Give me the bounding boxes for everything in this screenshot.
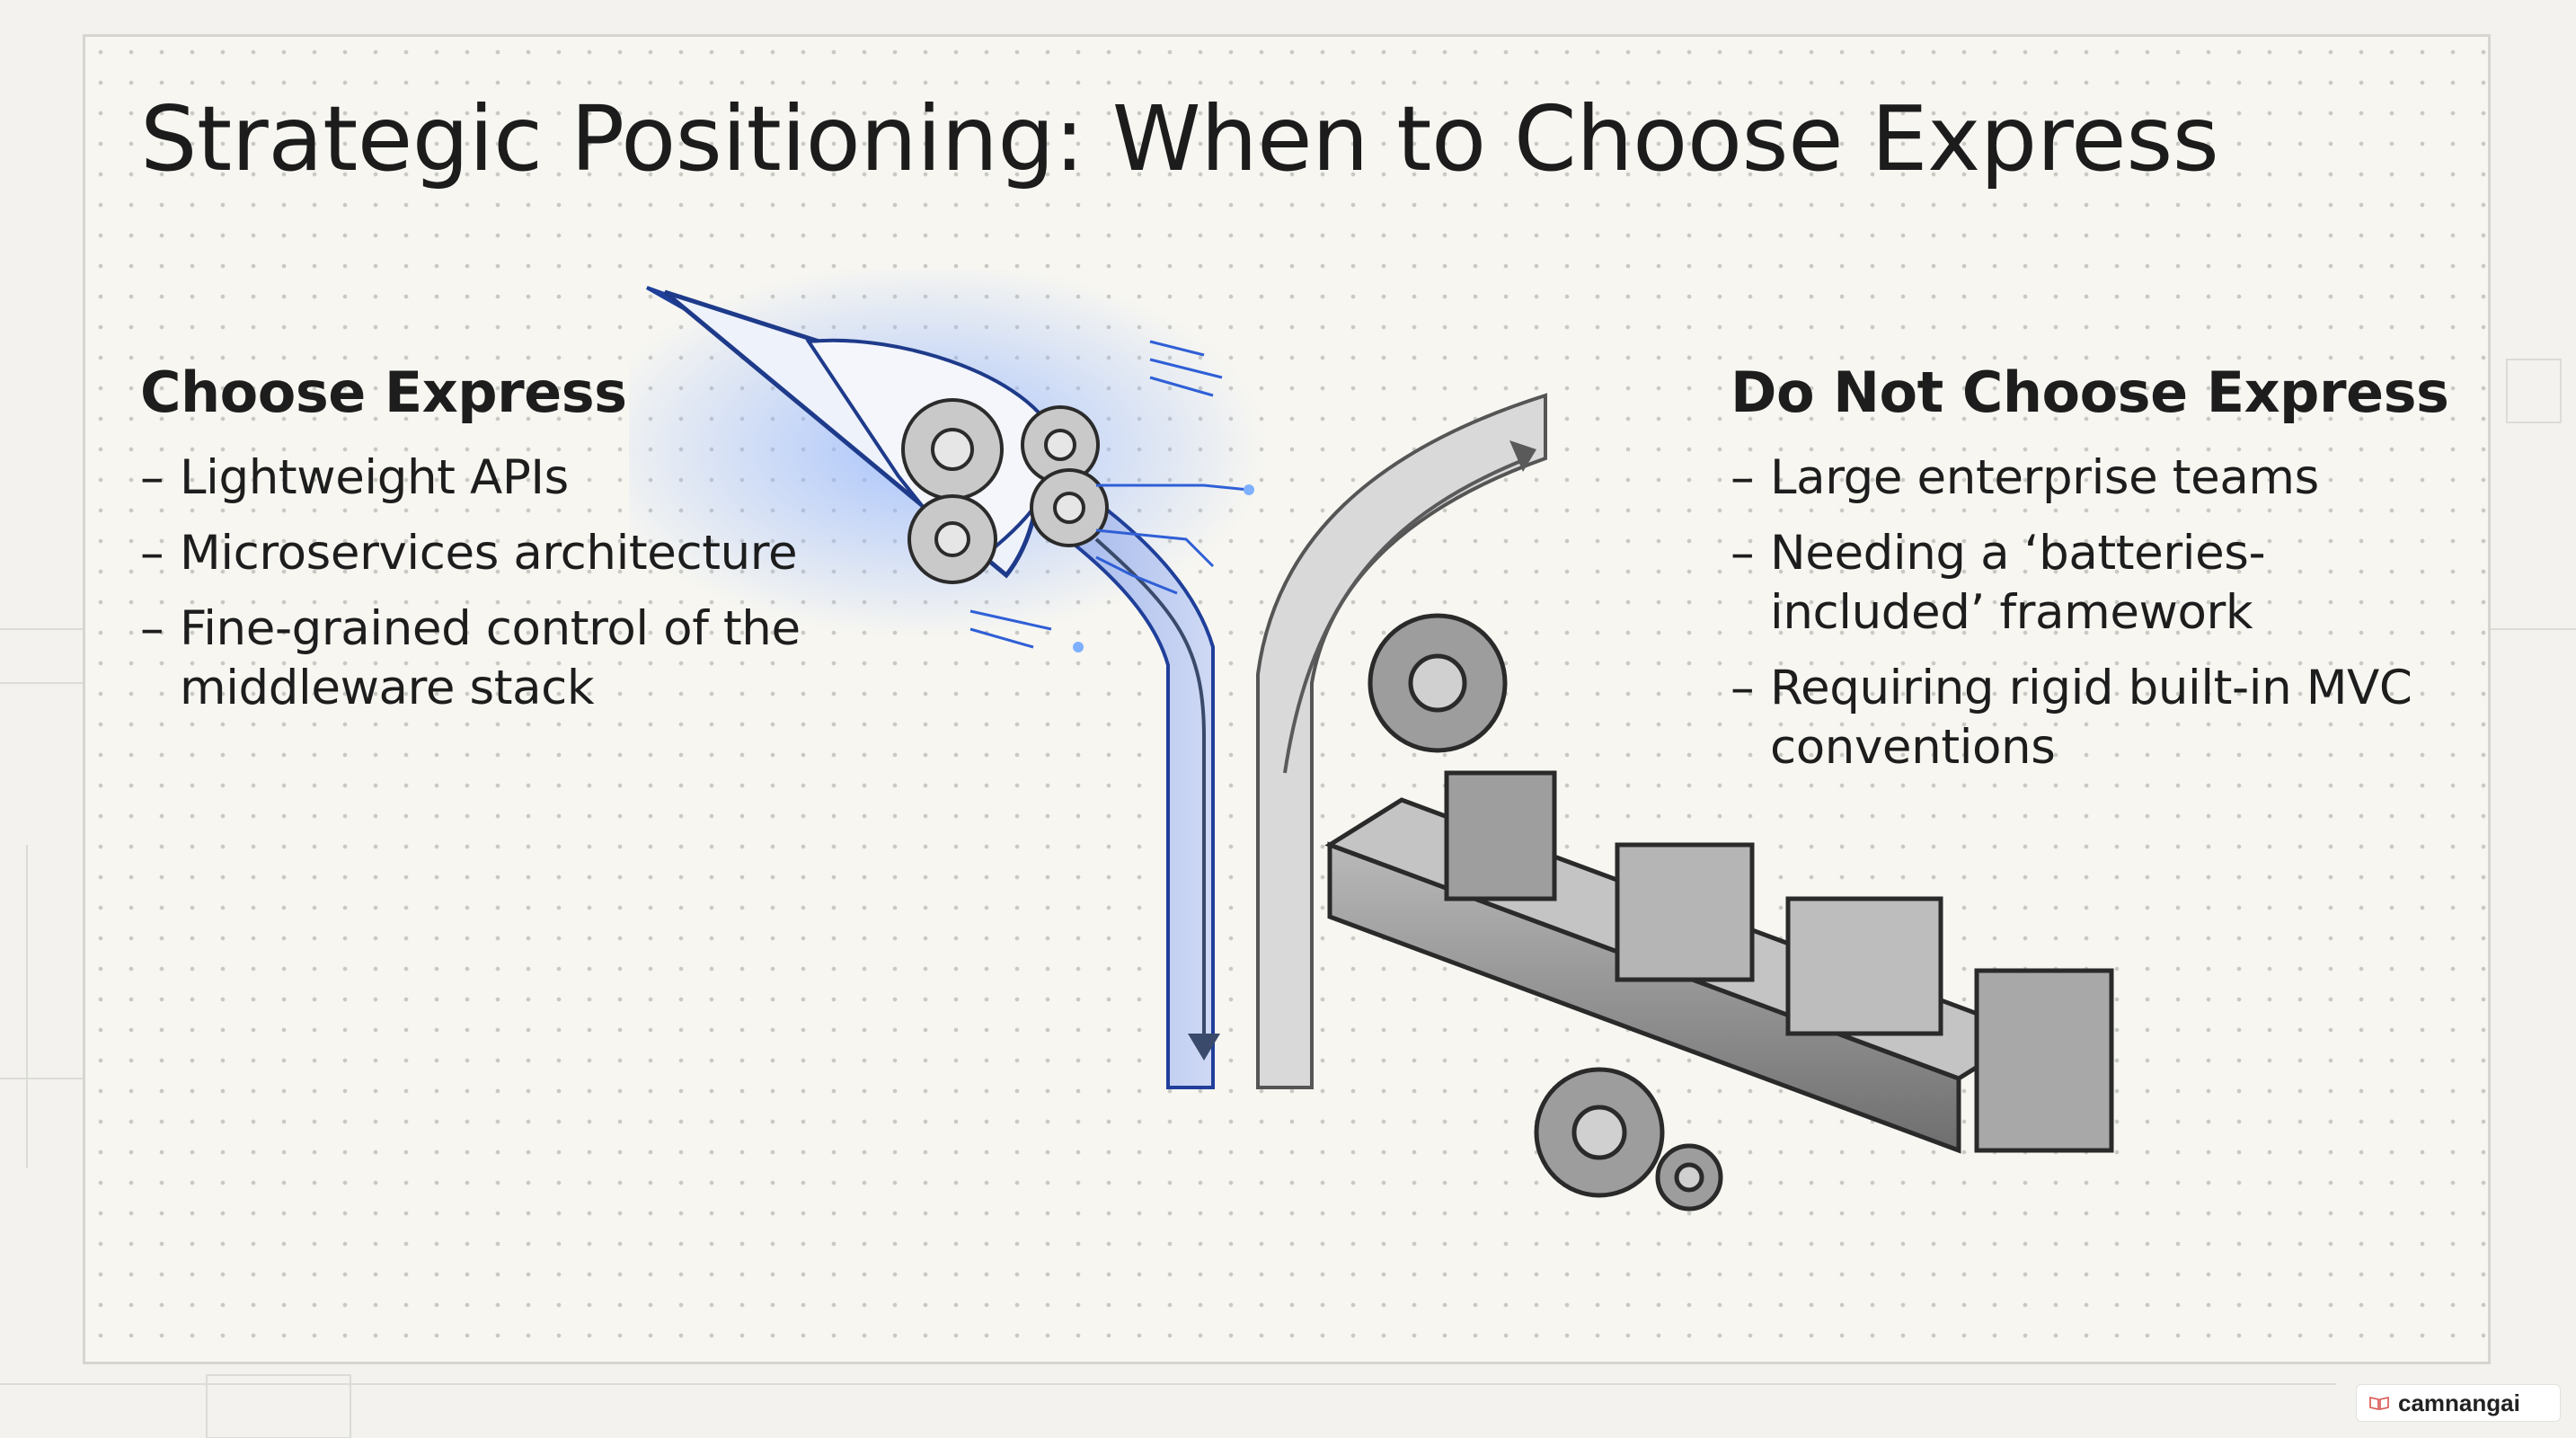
dash: – bbox=[140, 526, 164, 581]
list-item: – Large enterprise teams bbox=[1731, 448, 2467, 508]
circuit-node bbox=[1244, 484, 1254, 495]
list-item-text: Requiring rigid built-in MVC conventions bbox=[1770, 661, 2412, 775]
up-right-arrow-icon bbox=[1509, 440, 1536, 472]
list-item: – Microservices architecture bbox=[140, 524, 823, 583]
book-icon bbox=[2369, 1397, 2389, 1410]
choose-express-list: – Lightweight APIs – Microservices archi… bbox=[140, 448, 823, 718]
gear-icon bbox=[901, 398, 1004, 501]
dash: – bbox=[1731, 450, 1755, 505]
page-title: Strategic Positioning: When to Choose Ex… bbox=[140, 86, 2219, 191]
list-item-text: Needing a ‘batteries-included’ framework bbox=[1770, 526, 2266, 640]
do-not-choose-express-heading: Do Not Choose Express bbox=[1731, 360, 2449, 425]
right-path-arrow-line bbox=[1283, 457, 1528, 774]
choose-express-heading: Choose Express bbox=[140, 360, 627, 425]
gear-icon bbox=[1030, 468, 1109, 547]
list-item-text: Microservices architecture bbox=[180, 526, 798, 581]
gear-icon bbox=[907, 494, 997, 584]
list-item-text: Fine-grained control of the middleware s… bbox=[180, 601, 801, 715]
dash: – bbox=[140, 450, 164, 505]
list-item-text: Large enterprise teams bbox=[1770, 450, 2319, 505]
list-item-text: Lightweight APIs bbox=[180, 450, 569, 505]
list-item: – Fine-grained control of the middleware… bbox=[140, 599, 823, 718]
conveyor-machine bbox=[1324, 770, 2114, 1154]
gear-icon bbox=[1655, 1143, 1723, 1212]
dash: – bbox=[1731, 526, 1755, 581]
speed-lines bbox=[969, 340, 1250, 649]
fork-illustration bbox=[629, 270, 2114, 1212]
choose-express-column: Choose Express – Lightweight APIs – Micr… bbox=[140, 360, 823, 734]
gear-icon bbox=[1534, 1067, 1665, 1198]
list-item: – Needing a ‘batteries-included’ framewo… bbox=[1731, 524, 2467, 643]
do-not-choose-express-list: – Large enterprise teams – Needing a ‘ba… bbox=[1731, 448, 2467, 777]
down-arrow-icon bbox=[1188, 1034, 1220, 1061]
dash: – bbox=[140, 601, 164, 656]
brand-badge[interactable]: camnangai bbox=[2356, 1384, 2561, 1422]
left-path-arrow-line bbox=[1094, 537, 1206, 1043]
circuit-node bbox=[1073, 642, 1084, 652]
do-not-choose-express-column: Do Not Choose Express – Large enterprise… bbox=[1731, 360, 2467, 794]
list-item: – Lightweight APIs bbox=[140, 448, 823, 508]
brand-name: camnangai bbox=[2398, 1389, 2520, 1416]
list-item: – Requiring rigid built-in MVC conventio… bbox=[1731, 659, 2467, 777]
gear-icon bbox=[1368, 613, 1508, 753]
dash: – bbox=[1731, 661, 1755, 715]
